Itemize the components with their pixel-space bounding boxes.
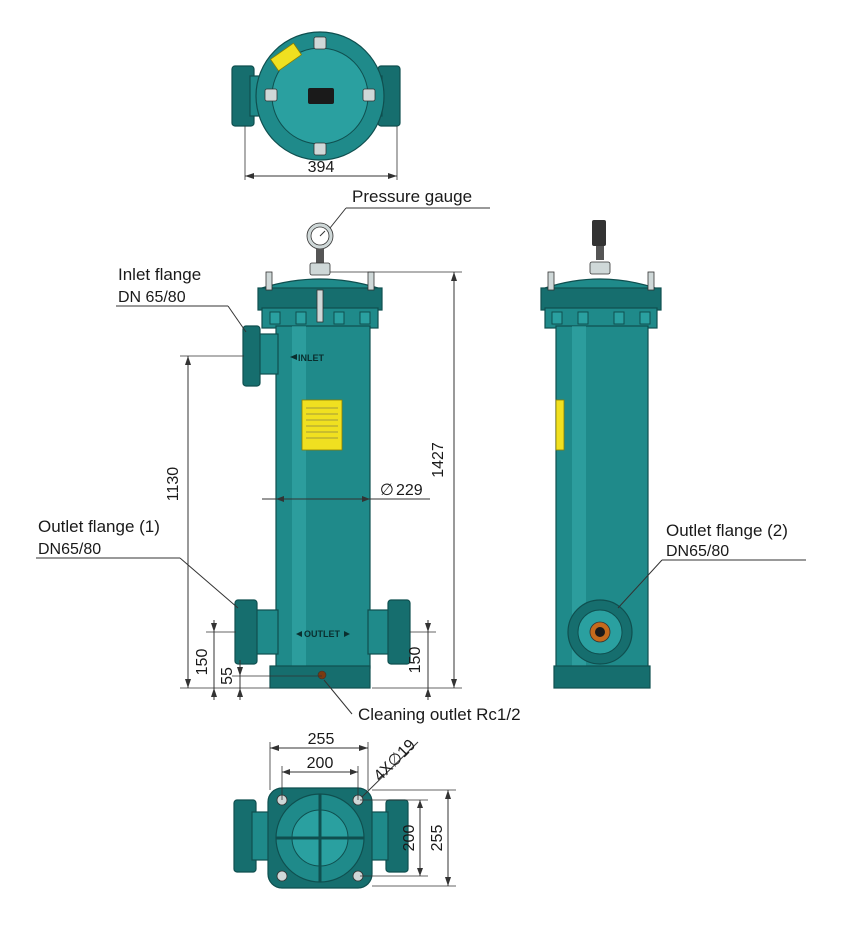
dim-cleaning-height: 55 — [219, 667, 236, 685]
side-gauge-icon — [592, 220, 606, 246]
dim-inlet-to-base: 1130 — [165, 467, 182, 502]
dim-base-outer: 255 — [308, 731, 335, 748]
top-vent-fitting — [308, 88, 334, 104]
top-view: 394 — [231, 31, 401, 180]
dim-outlet-height-left: 150 — [194, 649, 211, 676]
top-warning-plate — [269, 42, 303, 72]
front-label-plate — [301, 399, 343, 451]
dim-base-side-inner: 200 — [401, 825, 418, 852]
inlet-flange — [242, 325, 261, 387]
outlet-marking: OUTLET — [304, 629, 340, 639]
dim-base-inner: 200 — [307, 755, 334, 772]
dim-diameter: 229 — [396, 482, 423, 499]
dim-outlet-height-right: 150 — [407, 647, 424, 674]
callout-outlet-flange-1-size: DN65/80 — [38, 541, 101, 558]
callout-inlet-flange-size: DN 65/80 — [118, 289, 186, 306]
callout-cleaning-outlet: Cleaning outlet Rc1/2 — [358, 705, 521, 724]
outlet-flange-left — [234, 599, 258, 665]
callout-pressure-gauge: Pressure gauge — [352, 187, 472, 206]
inlet-marking: INLET — [298, 353, 325, 363]
callouts: Pressure gauge Inlet flange DN 65/80 Out… — [36, 187, 806, 724]
front-view: INLET OUTLET ∅ 229 1427 — [165, 222, 462, 700]
callout-outlet-flange-2-size: DN65/80 — [666, 543, 729, 560]
cleaning-outlet-icon — [317, 670, 327, 680]
callout-outlet-flange-1: Outlet flange (1) — [38, 517, 160, 536]
bottom-view: 255 200 4X∅19 200 255 — [233, 731, 456, 889]
dim-bolt-holes: 4X∅19 — [371, 736, 419, 784]
dim-base-side-outer: 255 — [429, 825, 446, 852]
dim-height-total: 1427 — [430, 442, 447, 478]
dim-diameter-symbol: ∅ — [380, 482, 394, 499]
callout-outlet-flange-2: Outlet flange (2) — [666, 521, 788, 540]
callout-inlet-flange: Inlet flange — [118, 265, 201, 284]
front-vessel — [275, 325, 371, 669]
dim-top-width: 394 — [308, 159, 335, 176]
side-view — [540, 220, 662, 689]
